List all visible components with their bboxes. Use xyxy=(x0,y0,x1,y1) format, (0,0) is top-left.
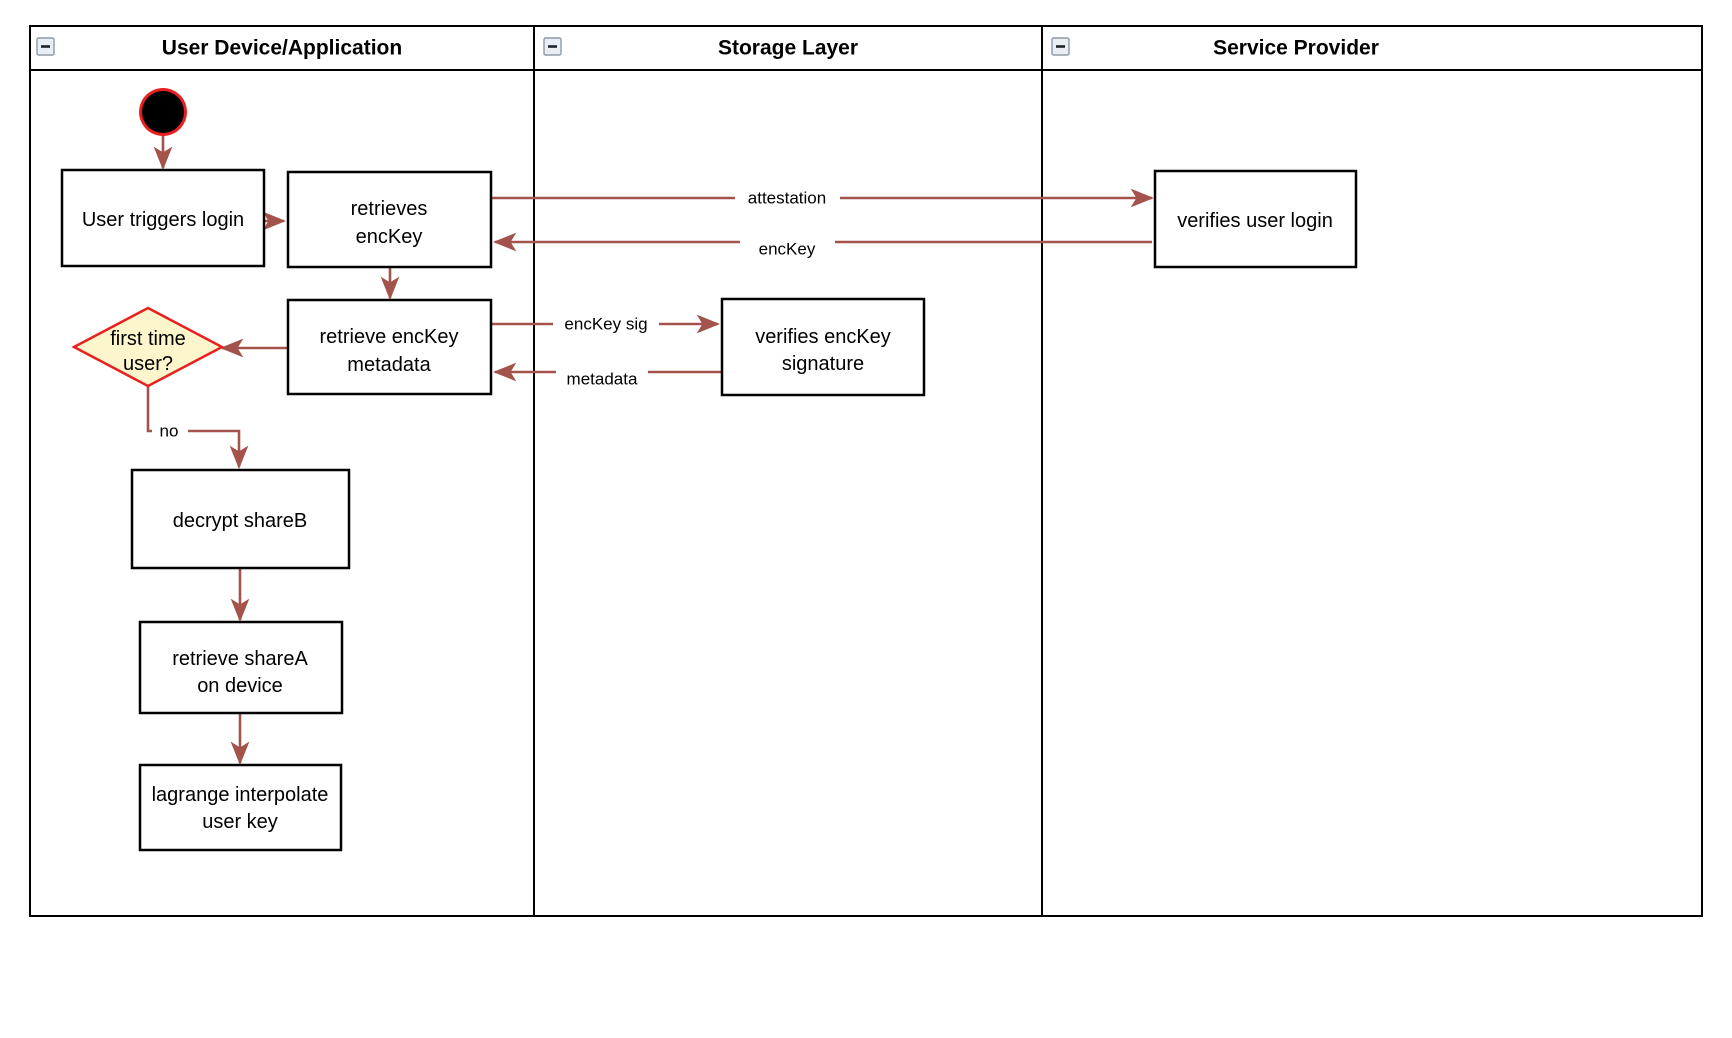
edge-label-metadata: metadata xyxy=(567,369,638,388)
edge-label-enckey-sig: encKey sig xyxy=(564,314,647,333)
decision-label-line2: user? xyxy=(123,353,173,375)
lane-service-header xyxy=(1041,25,1703,71)
node-label-line1: lagrange interpolate xyxy=(152,784,329,806)
node-verifies-enckey-signature[interactable]: verifies encKey signature xyxy=(720,297,926,397)
node-label: decrypt shareB xyxy=(173,510,308,532)
lane-service[interactable]: Service Provider xyxy=(1041,25,1703,917)
node-label: verifies user login xyxy=(1177,210,1333,232)
edge-label-bg xyxy=(556,368,648,390)
lane-user-title: User Device/Application xyxy=(162,37,402,60)
collapse-minus-icon[interactable] xyxy=(1051,37,1070,56)
node-decrypt-shareb[interactable]: decrypt shareB xyxy=(130,468,351,570)
lane-user-header xyxy=(29,25,535,71)
node-user-triggers-login[interactable]: User triggers login xyxy=(60,168,266,268)
node-label-line1: retrieves xyxy=(351,198,428,220)
node-label-line1: retrieve encKey xyxy=(320,326,459,348)
node-label-line2: signature xyxy=(782,353,864,375)
collapse-minus-icon[interactable] xyxy=(543,37,562,56)
edge-label-bg xyxy=(735,187,840,209)
edge-label-no: no xyxy=(160,421,179,440)
node-retrieve-enckey-metadata[interactable]: retrieve encKey metadata xyxy=(286,298,493,396)
edge-label-attestation: attestation xyxy=(748,188,826,207)
lane-storage-body xyxy=(533,25,1043,917)
node-label-line1: retrieve shareA xyxy=(172,648,308,670)
node-retrieve-sharea-on-device[interactable]: retrieve shareA on device xyxy=(138,620,344,715)
start-node[interactable] xyxy=(139,88,187,136)
node-label: User triggers login xyxy=(82,209,244,231)
edge-label-bg xyxy=(152,420,188,442)
node-label-line2: metadata xyxy=(347,354,431,376)
collapse-minus-icon[interactable] xyxy=(36,37,55,56)
node-verifies-user-login[interactable]: verifies user login xyxy=(1153,169,1358,269)
edge-metadata: metadata xyxy=(492,362,722,390)
edge-label-enckey: encKey xyxy=(759,239,816,258)
lane-service-title: Service Provider xyxy=(1213,37,1379,60)
edge-label-bg xyxy=(553,313,659,335)
node-label-line2: user key xyxy=(202,811,278,833)
node-retrieves-enckey[interactable]: retrieves encKey xyxy=(286,170,493,269)
decision-label-line1: first time xyxy=(110,328,186,350)
node-label-line2: encKey xyxy=(356,226,423,248)
edge-enckey-sig: encKey sig xyxy=(491,313,721,335)
edge-label-bg xyxy=(740,238,835,260)
node-label-line1: verifies encKey xyxy=(755,326,891,348)
edge-enckey: encKey xyxy=(492,232,1152,260)
edge-decision-to-decrypt: no xyxy=(146,385,249,470)
lane-storage[interactable]: Storage Layer xyxy=(533,25,1043,917)
lane-storage-title: Storage Layer xyxy=(718,37,858,60)
node-first-time-user-decision[interactable]: first time user? xyxy=(71,306,225,388)
edge-attestation: attestation xyxy=(491,187,1155,209)
lane-service-body xyxy=(1041,25,1703,917)
lane-storage-header xyxy=(533,25,1043,71)
node-lagrange-interpolate-user-key[interactable]: lagrange interpolate user key xyxy=(138,763,343,852)
node-label-line2: on device xyxy=(197,675,283,697)
